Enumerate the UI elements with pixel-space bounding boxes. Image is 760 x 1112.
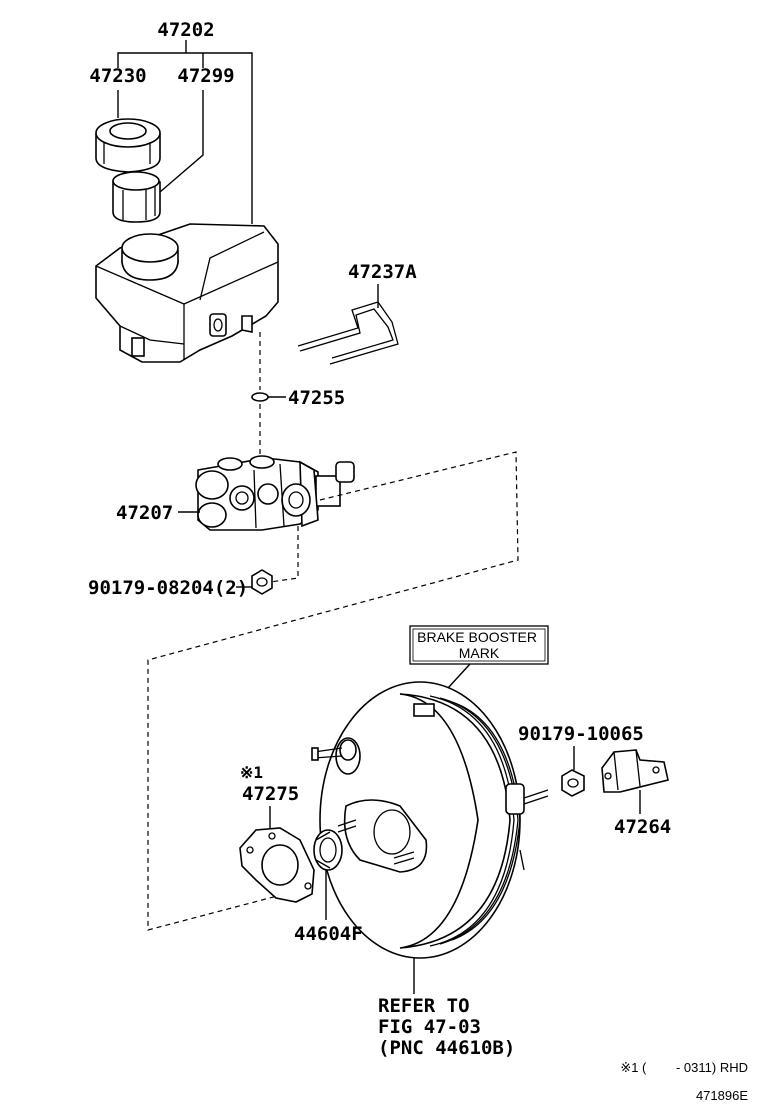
- label-gasket-note: ※1: [240, 763, 263, 782]
- label-gasket: 47275: [242, 783, 299, 805]
- label-seal: 44604F: [294, 923, 363, 945]
- label-refer-line1: REFER TO: [378, 995, 470, 1017]
- brake-booster-mark-box: [409, 625, 549, 665]
- nut-icon: [251, 569, 273, 595]
- brake-booster-mark-line2: MARK: [459, 645, 500, 661]
- label-refer-line3: (PNC 44610B): [378, 1037, 515, 1059]
- label-reservoir-cap: 47230: [89, 65, 146, 87]
- label-grommet: 47255: [288, 387, 345, 409]
- master-cylinder-icon: [195, 455, 355, 531]
- label-refer-line2: FIG 47-03: [378, 1016, 481, 1038]
- grommet-icon: [251, 392, 269, 402]
- cylinder-bolt-dash: [269, 526, 299, 583]
- brake-booster-mark-line1: BRAKE BOOSTER: [417, 629, 537, 645]
- label-figure-id: 471896E: [696, 1088, 748, 1103]
- label-reservoir-pin: 47237A: [348, 261, 417, 283]
- label-master-cylinder: 47207: [116, 502, 173, 524]
- label-reservoir-assy: 47202: [157, 19, 214, 41]
- seal-icon: [313, 829, 343, 871]
- label-strainer: 47299: [177, 65, 234, 87]
- label-nut-cylinder: 90179-08204(2): [88, 577, 248, 599]
- label-footnote: ※1 ( - 0311) RHD: [620, 1060, 748, 1075]
- reservoir-cap-icon: [95, 118, 161, 173]
- reservoir-assy-leader: [117, 40, 253, 224]
- reservoir-tank-icon: [95, 223, 279, 363]
- strainer-icon: [112, 171, 161, 223]
- strainer-leader: [159, 90, 204, 193]
- pin-icon: [297, 301, 399, 365]
- label-nut-bracket: 90179-10065: [518, 723, 644, 745]
- label-bracket: 47264: [614, 816, 671, 838]
- bracket-icon: [601, 749, 669, 793]
- label-brake-booster-mark: BRAKE BOOSTER MARK: [417, 629, 541, 661]
- gasket-icon: [239, 827, 315, 903]
- nut-bracket-icon: [561, 769, 585, 797]
- brake-booster-icon: [311, 681, 549, 959]
